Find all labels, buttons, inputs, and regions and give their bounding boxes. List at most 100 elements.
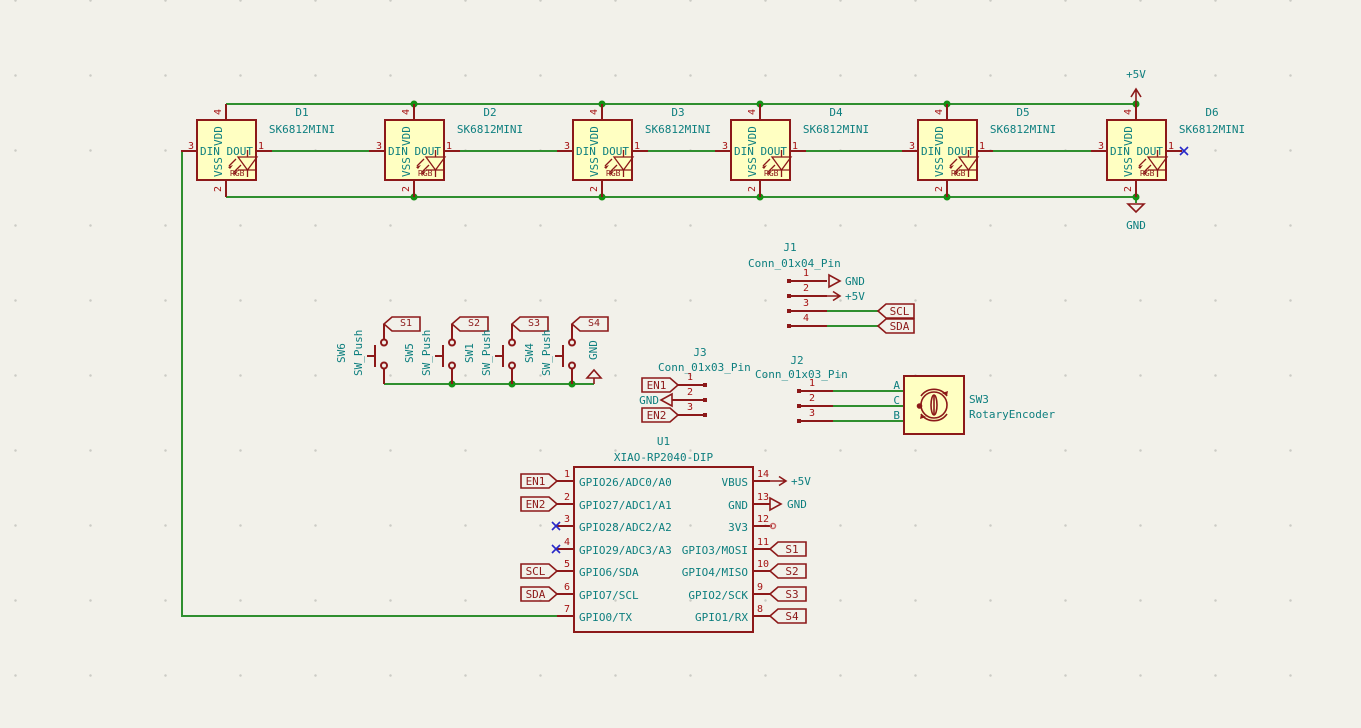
led-symbol-d1[interactable]: D1 SK6812MINI DIN DOUT VDD VSS 3 1 4 2 R… bbox=[188, 106, 335, 192]
pin-number: 12 bbox=[757, 514, 770, 525]
pin-number: 1 bbox=[979, 141, 986, 152]
ref-label-j1[interactable]: J1 bbox=[783, 241, 797, 254]
ref-label: D5 bbox=[1016, 106, 1030, 119]
rgb-led-text: RGB bbox=[951, 169, 966, 178]
pin-name: GPIO4/MISO bbox=[681, 566, 748, 579]
ref-label: D2 bbox=[483, 106, 497, 119]
rgb-led-text: RGB bbox=[418, 169, 433, 178]
pin-number: 2 bbox=[808, 393, 816, 404]
pin-name: GPIO29/ADC3/A3 bbox=[579, 544, 672, 557]
net-label-en2-u1[interactable]: EN2 bbox=[525, 498, 546, 511]
pin-number: 3 bbox=[721, 141, 728, 152]
led-symbol-d2[interactable]: D2 SK6812MINI DIN DOUT VDD VSS 3 1 4 2 R… bbox=[376, 106, 523, 192]
value-label: SK6812MINI bbox=[802, 123, 870, 136]
pin-name: VBUS bbox=[721, 476, 749, 489]
ref-label-j3[interactable]: J3 bbox=[693, 346, 707, 359]
gnd-label-j1[interactable]: GND bbox=[845, 275, 865, 288]
pin-name-dout: DOUT bbox=[602, 145, 630, 158]
value-label: RotaryEncoder bbox=[969, 408, 1056, 421]
pin-number: 1 bbox=[808, 378, 816, 389]
led-symbol-d4[interactable]: D4 SK6812MINI DIN DOUT VDD VSS 3 1 4 2 R… bbox=[722, 106, 869, 192]
p5v-label-u1[interactable]: +5V bbox=[791, 475, 811, 488]
pin-name-vss: VSS bbox=[212, 157, 225, 178]
net-label-scl-u1[interactable]: SCL bbox=[525, 565, 546, 578]
net-label-en2[interactable]: EN2 bbox=[646, 409, 667, 422]
led-symbol-d3[interactable]: D3 SK6812MINI DIN DOUT VDD VSS 3 1 4 2 R… bbox=[564, 106, 711, 192]
led-symbol-d6[interactable]: D6 SK6812MINI DIN DOUT VDD VSS 3 1 4 2 R… bbox=[1098, 106, 1245, 192]
pin-number: 4 bbox=[802, 313, 810, 324]
value-label: SK6812MINI bbox=[456, 123, 524, 136]
led-arrowheads bbox=[228, 165, 1148, 175]
ref-label: SW6 bbox=[335, 343, 348, 363]
gnd-symbol-j3 bbox=[659, 392, 673, 408]
pin-number: 2 bbox=[401, 185, 412, 192]
pin-number: 4 bbox=[589, 108, 600, 115]
gnd-label-u1[interactable]: GND bbox=[787, 498, 807, 511]
net-label-sda[interactable]: SDA bbox=[889, 320, 910, 333]
pin-number: 2 bbox=[686, 387, 694, 398]
pin-name-vdd: VDD bbox=[746, 126, 759, 146]
encoder-pin-b: B bbox=[893, 409, 900, 422]
net-label-en1[interactable]: EN1 bbox=[646, 379, 667, 392]
net-label-s2-u1[interactable]: S2 bbox=[785, 565, 799, 578]
pin-number: 3 bbox=[187, 141, 194, 152]
rgb-led-text: RGB bbox=[1140, 169, 1155, 178]
rgb-led-text: RGB bbox=[230, 169, 245, 178]
pin-number: 2 bbox=[747, 185, 758, 192]
pin-name: GPIO28/ADC2/A2 bbox=[579, 521, 672, 534]
pin-name-vdd: VDD bbox=[400, 126, 413, 146]
net-label-scl[interactable]: SCL bbox=[889, 305, 910, 318]
value-label: SK6812MINI bbox=[989, 123, 1057, 136]
gnd-symbol-j1 bbox=[828, 273, 842, 289]
pin-name-dout: DOUT bbox=[760, 145, 788, 158]
pin-name: GPIO1/RX bbox=[695, 611, 748, 624]
pin-number: 1 bbox=[686, 372, 694, 383]
gnd-label-j3[interactable]: GND bbox=[639, 394, 659, 407]
pin-name: GPIO6/SDA bbox=[579, 566, 639, 579]
pin-number: 3 bbox=[1097, 141, 1104, 152]
p5v-arrow-j1 bbox=[827, 290, 842, 302]
pin-number: 2 bbox=[563, 492, 570, 503]
net-label-en1-u1[interactable]: EN1 bbox=[525, 475, 546, 488]
ref-label-j2[interactable]: J2 bbox=[790, 354, 804, 367]
net-label-s3-u1[interactable]: S3 bbox=[785, 588, 799, 601]
pin-number: 5 bbox=[563, 559, 570, 570]
value-label: SK6812MINI bbox=[1178, 123, 1246, 136]
gnd-symbol-switch bbox=[585, 368, 603, 384]
pin-name: GPIO7/SCL bbox=[579, 589, 639, 602]
net-label-s4[interactable]: S4 bbox=[587, 318, 601, 329]
pin-name-vss: VSS bbox=[746, 157, 759, 178]
net-label-sda-u1[interactable]: SDA bbox=[525, 588, 546, 601]
pin-name-dout: DOUT bbox=[947, 145, 975, 158]
pin-name: GPIO27/ADC1/A1 bbox=[579, 499, 672, 512]
pin-name: GND bbox=[728, 499, 748, 512]
pin-number: 10 bbox=[757, 559, 770, 570]
pin-number: 1 bbox=[446, 141, 453, 152]
pin-name: GPIO3/MOSI bbox=[681, 544, 748, 557]
pin-number: 2 bbox=[589, 185, 600, 192]
value-label: SK6812MINI bbox=[644, 123, 712, 136]
mcu-symbol-u1[interactable]: U1 XIAO-RP2040-DIP GPIO26/ADC0/A0 GPIO27… bbox=[564, 435, 769, 633]
led-symbol-d5[interactable]: D5 SK6812MINI DIN DOUT VDD VSS 3 1 4 2 R… bbox=[909, 106, 1056, 192]
p5v-arrow-top bbox=[1130, 87, 1142, 104]
gnd-label-top[interactable]: GND bbox=[1126, 219, 1146, 232]
ref-label: U1 bbox=[656, 435, 671, 448]
p5v-label-top[interactable]: +5V bbox=[1126, 68, 1146, 81]
ref-label: D6 bbox=[1205, 106, 1219, 119]
pin-number: 4 bbox=[563, 537, 570, 548]
pin-number: 6 bbox=[563, 582, 570, 593]
net-label-s4-u1[interactable]: S4 bbox=[785, 610, 799, 623]
gnd-label-switch[interactable]: GND bbox=[587, 340, 600, 360]
pin-number: 9 bbox=[757, 582, 764, 593]
pin-number: 8 bbox=[757, 604, 764, 615]
pin-number: 7 bbox=[563, 604, 570, 615]
pin-number: 3 bbox=[563, 141, 570, 152]
rgb-led-text: RGB bbox=[764, 169, 779, 178]
rgb-led-text: RGB bbox=[606, 169, 621, 178]
ref-label: D3 bbox=[671, 106, 685, 119]
p5v-label-j1[interactable]: +5V bbox=[845, 290, 865, 303]
rotary-encoder-symbol-sw3[interactable] bbox=[903, 375, 965, 435]
ref-label: D1 bbox=[295, 106, 309, 119]
net-label-s1-u1[interactable]: S1 bbox=[785, 543, 799, 556]
